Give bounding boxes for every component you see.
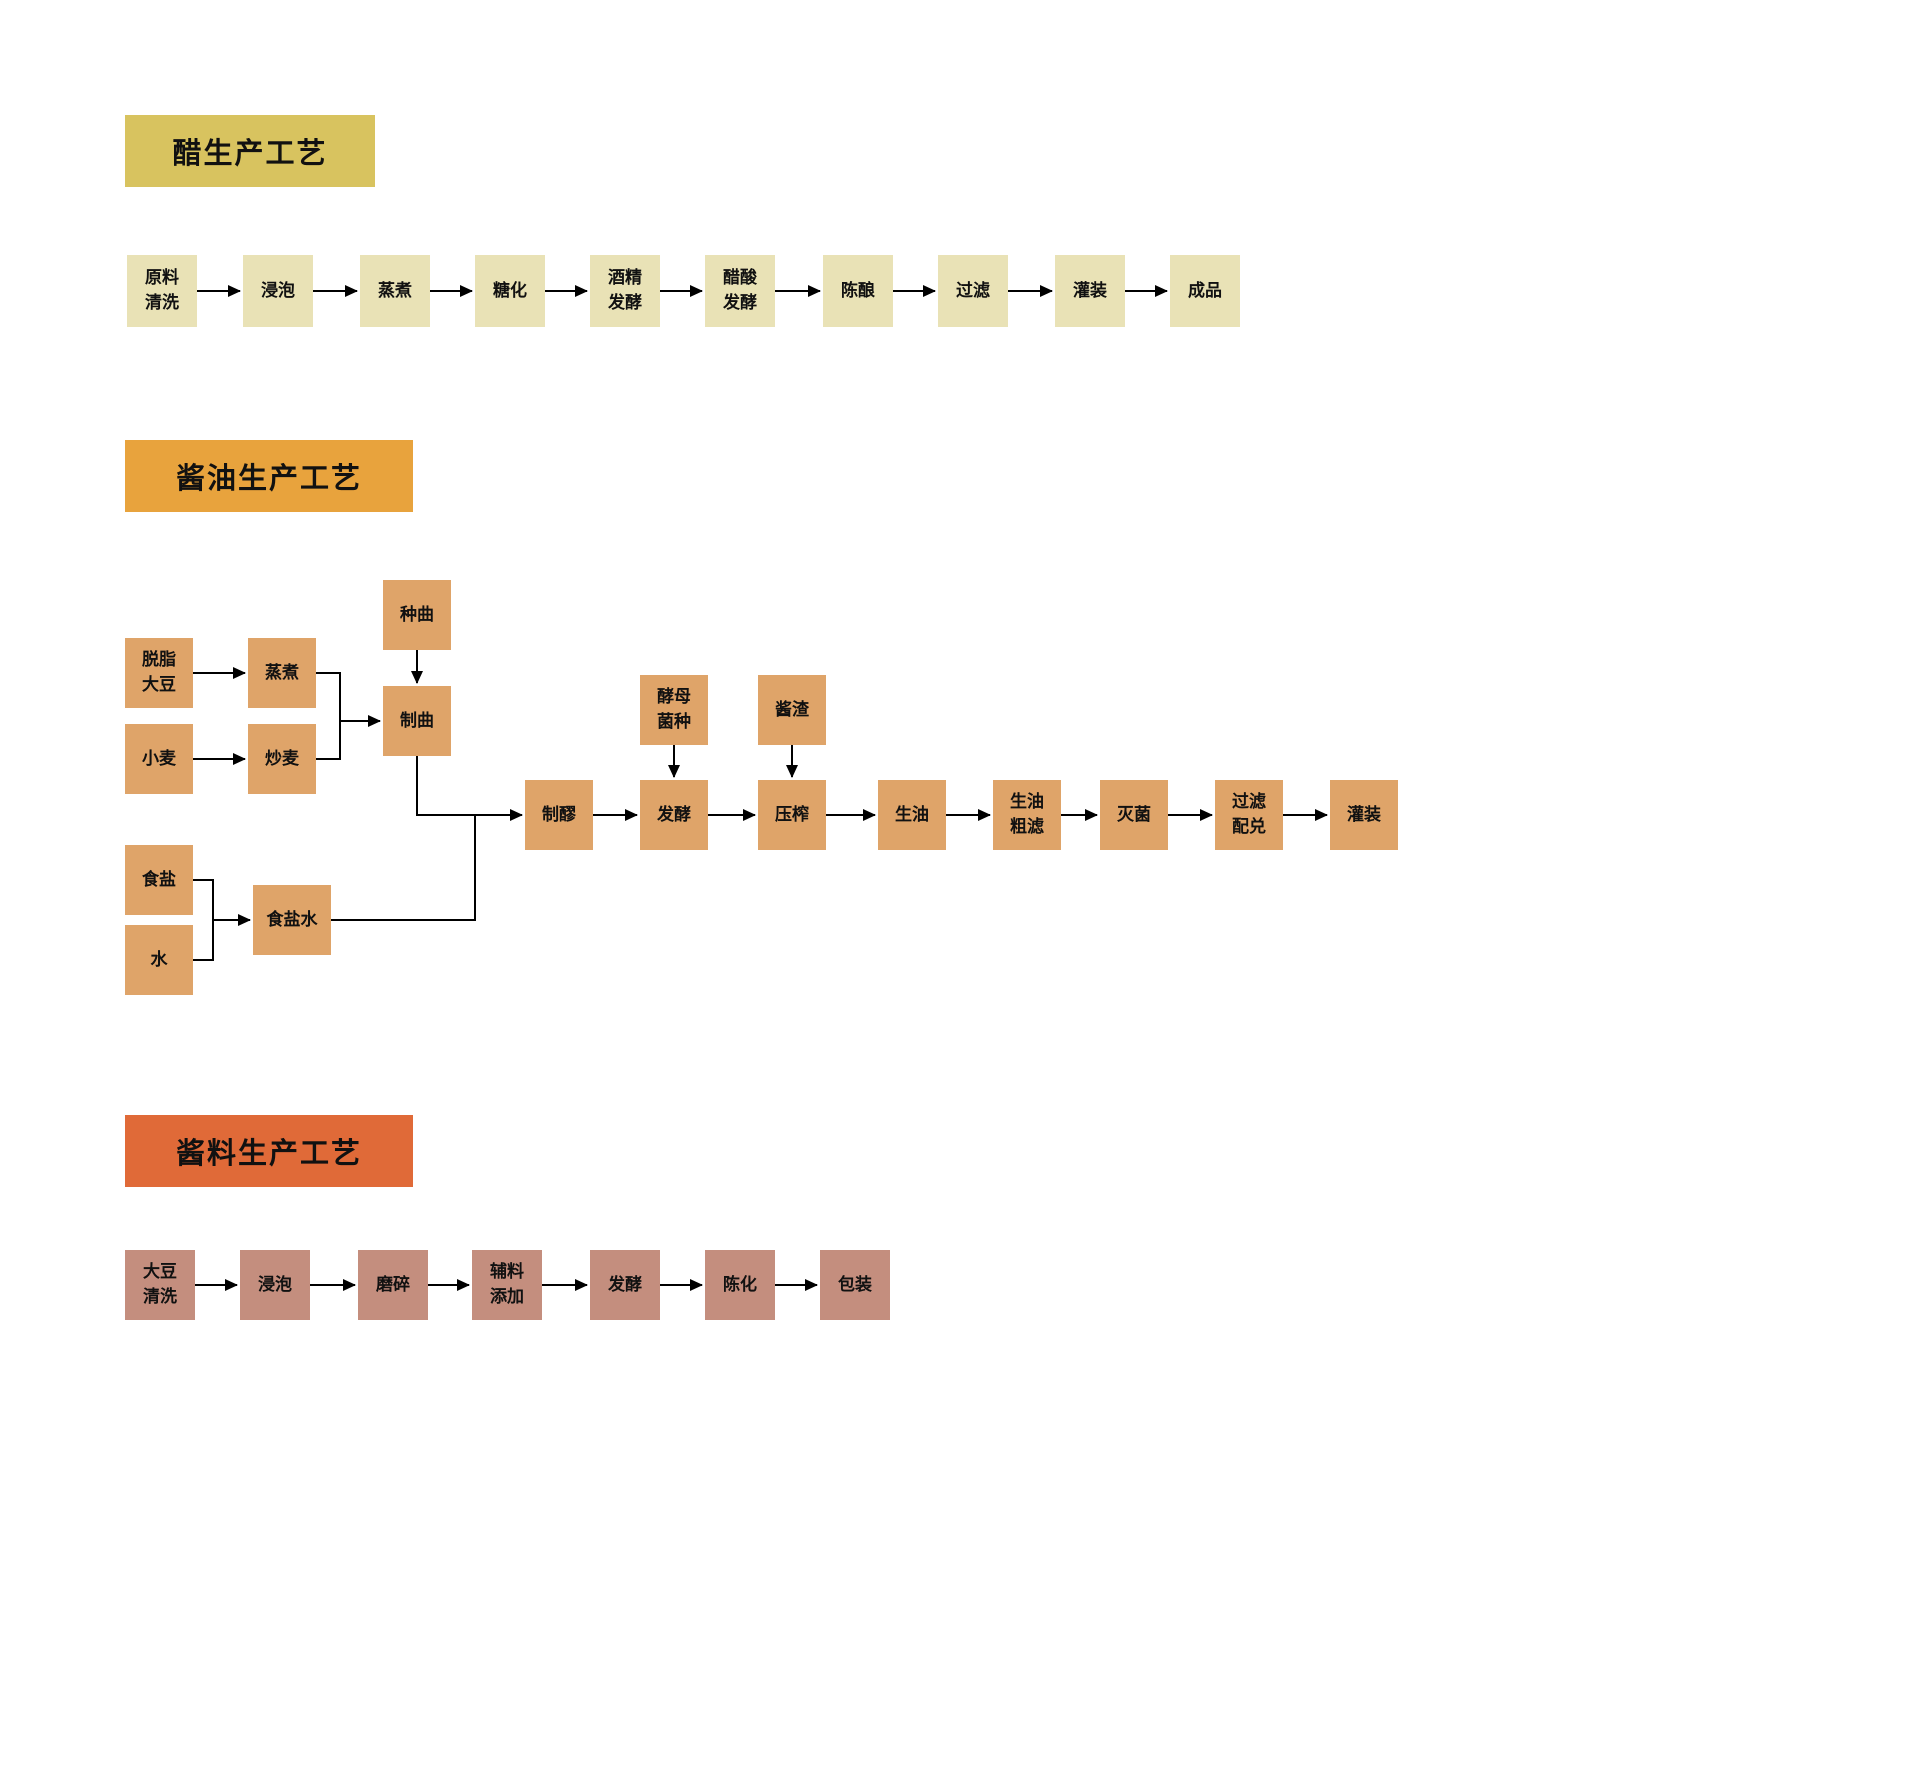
flow-node-grind: 磨碎 <box>358 1250 428 1320</box>
flow-node-raw-oil-filter: 生油 粗滤 <box>993 780 1061 850</box>
flow-node-sauce-residue: 酱渣 <box>758 675 826 745</box>
flow-node-press: 压榨 <box>758 780 826 850</box>
flow-node-ferment-2: 发酵 <box>640 780 708 850</box>
flow-node-fill-1: 灌装 <box>1055 255 1125 327</box>
section-title-sauce: 酱料生产工艺 <box>125 1115 413 1187</box>
flow-node-soak-1: 浸泡 <box>243 255 313 327</box>
flow-node-wheat: 小麦 <box>125 724 193 794</box>
flow-node-roast-wheat: 炒麦 <box>248 724 316 794</box>
flow-node-mash: 制醪 <box>525 780 593 850</box>
flow-node-additive: 辅料 添加 <box>472 1250 542 1320</box>
flow-node-raw-oil: 生油 <box>878 780 946 850</box>
flow-node-soak-3: 浸泡 <box>240 1250 310 1320</box>
flow-node-brine: 食盐水 <box>253 885 331 955</box>
section-title-vinegar: 醋生产工艺 <box>125 115 375 187</box>
flow-node-sterilize: 灭菌 <box>1100 780 1168 850</box>
flow-node-seed-koji: 种曲 <box>383 580 451 650</box>
flow-node-mature: 陈化 <box>705 1250 775 1320</box>
flow-node-salt: 食盐 <box>125 845 193 915</box>
flow-node-raw-wash: 原料 清洗 <box>127 255 197 327</box>
section-title-soy-sauce: 酱油生产工艺 <box>125 440 413 512</box>
flow-node-filter-1: 过滤 <box>938 255 1008 327</box>
flow-node-filter-blend: 过滤 配兑 <box>1215 780 1283 850</box>
flow-node-steam-2: 蒸煮 <box>248 638 316 708</box>
flow-node-ferment-3: 发酵 <box>590 1250 660 1320</box>
flow-node-steam-1: 蒸煮 <box>360 255 430 327</box>
flow-node-soybean-wash: 大豆 清洗 <box>125 1250 195 1320</box>
flow-node-saccharify: 糖化 <box>475 255 545 327</box>
flow-node-koji-making: 制曲 <box>383 686 451 756</box>
flow-node-age: 陈酿 <box>823 255 893 327</box>
flow-node-water: 水 <box>125 925 193 995</box>
flow-node-product: 成品 <box>1170 255 1240 327</box>
flow-node-pack: 包装 <box>820 1250 890 1320</box>
flow-node-fill-2: 灌装 <box>1330 780 1398 850</box>
flow-node-alcohol-ferment: 酒精 发酵 <box>590 255 660 327</box>
flow-node-defatted-soybean: 脱脂 大豆 <box>125 638 193 708</box>
flow-node-yeast-culture: 酵母 菌种 <box>640 675 708 745</box>
flow-node-acetic-ferment: 醋酸 发酵 <box>705 255 775 327</box>
